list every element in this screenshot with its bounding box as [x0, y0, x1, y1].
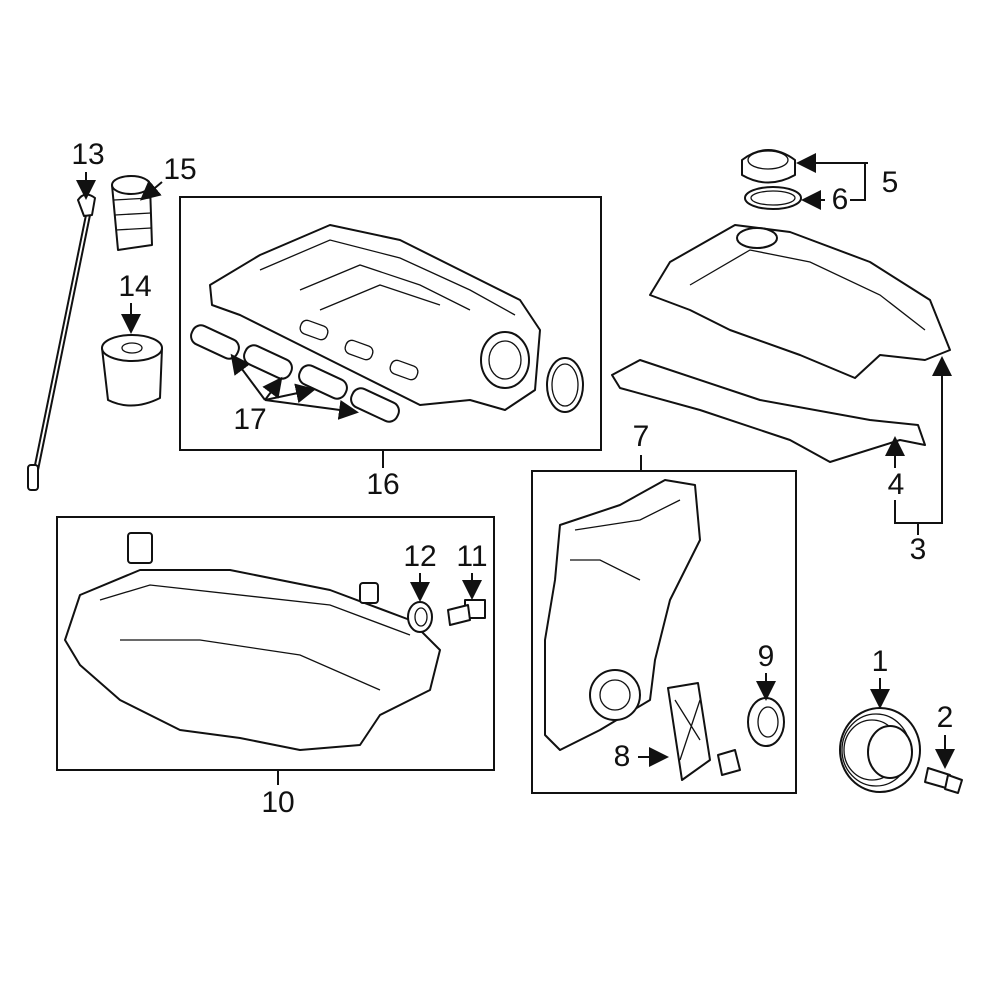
- cover-plate-part: [667, 682, 711, 781]
- callout-7: 7: [632, 420, 650, 453]
- drain-plug-part: [447, 599, 486, 626]
- callout-6: 6: [831, 183, 849, 216]
- callout-4: 4: [887, 468, 905, 501]
- timing-cover-group-box: [531, 470, 797, 794]
- callout-13: 13: [71, 138, 105, 171]
- callout-15: 15: [163, 153, 197, 186]
- callout-2: 2: [936, 701, 954, 734]
- intake-manifold-part: [209, 224, 584, 413]
- intake-gaskets-part: [190, 324, 400, 423]
- cover-bolt-part: [717, 749, 741, 776]
- valve-cover-gasket-part: [611, 359, 926, 463]
- callout-5: 5: [881, 166, 899, 199]
- callout-11: 11: [456, 540, 488, 573]
- timing-chain-cover-part: [544, 479, 701, 751]
- oil-filter-part: [101, 334, 163, 407]
- callout-1: 1: [871, 645, 889, 678]
- oil-pan-part: [64, 532, 441, 751]
- oil-pan-group-box: [56, 516, 495, 771]
- oil-filler-cap-part: [741, 149, 796, 184]
- filler-cap-seal-part: [744, 186, 802, 210]
- callout-9: 9: [757, 640, 775, 673]
- pulley-bolt-part: [924, 767, 963, 794]
- callout-12: 12: [403, 540, 437, 573]
- leader-lines: [76, 153, 955, 785]
- crankshaft-pulley-part: [839, 707, 921, 793]
- intake-manifold-group-box: [179, 196, 602, 451]
- callout-3: 3: [909, 533, 927, 566]
- callout-8: 8: [613, 740, 631, 773]
- valve-cover-part: [649, 224, 951, 379]
- callout-17: 17: [233, 403, 267, 436]
- oil-filter-element-part: [111, 175, 153, 251]
- callout-14: 14: [118, 270, 152, 303]
- callout-16: 16: [366, 468, 400, 501]
- callout-10: 10: [261, 786, 295, 819]
- drain-plug-washer-part: [407, 601, 433, 633]
- dipstick-part: [27, 193, 96, 491]
